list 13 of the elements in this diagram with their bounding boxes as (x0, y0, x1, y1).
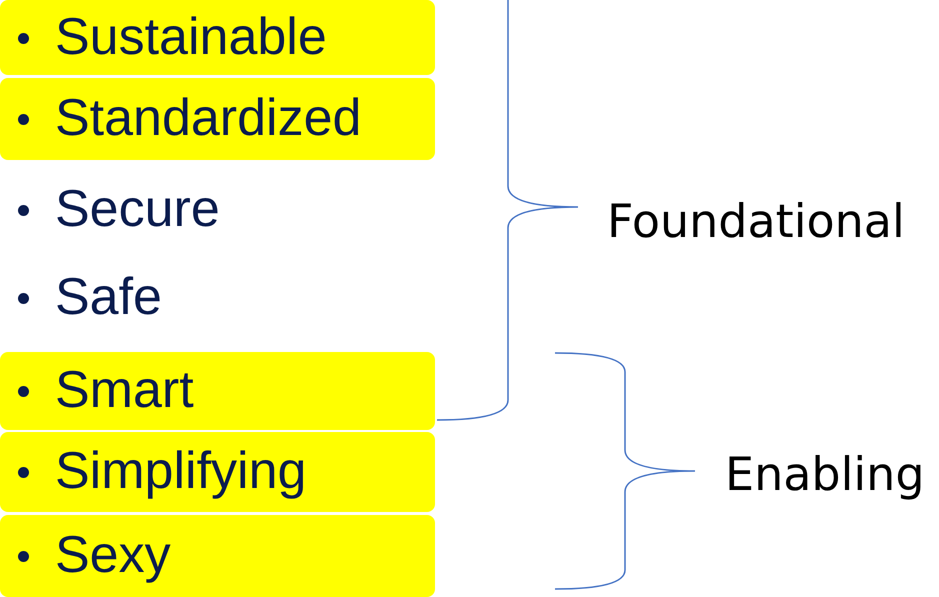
list-item-text: Sexy (55, 529, 171, 581)
highlight-box (0, 78, 435, 160)
list-item-text: Secure (55, 183, 220, 235)
highlight-box (0, 515, 435, 597)
list-item-text: Safe (55, 271, 162, 323)
list-item-text: Simplifying (55, 445, 306, 497)
list-item-text: Standardized (55, 92, 362, 144)
group-label: Foundational (607, 198, 905, 244)
highlight-box (0, 0, 435, 75)
highlight-box (0, 352, 435, 430)
list-item-text: Smart (55, 364, 194, 416)
highlight-box (0, 432, 435, 512)
list-item-text: Sustainable (55, 10, 327, 62)
